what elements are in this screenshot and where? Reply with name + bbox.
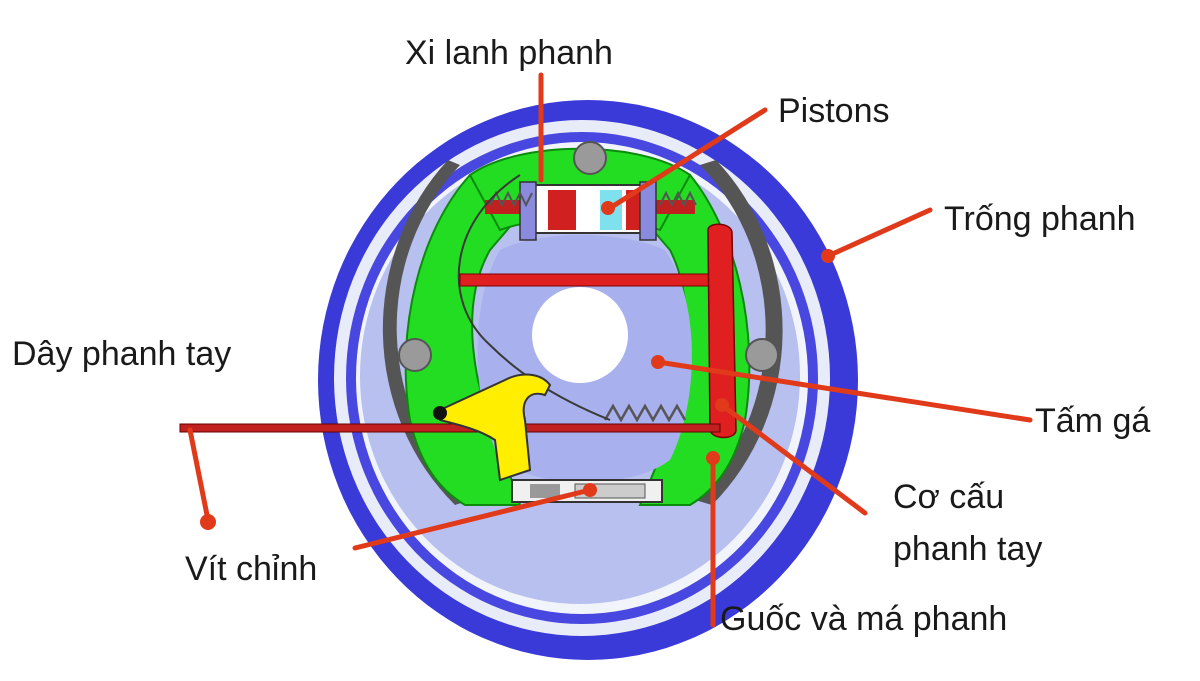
return-spring-top-left xyxy=(489,190,533,208)
return-spring-bottom xyxy=(603,403,687,423)
parking-brake-cable xyxy=(179,423,721,433)
label-tam-ga: Tấm gá xyxy=(1035,402,1150,440)
parking-brake-lever xyxy=(707,223,737,439)
brake-lining-right xyxy=(695,160,783,505)
anchor-pin-left xyxy=(398,338,432,372)
adjuster-lever xyxy=(439,373,552,482)
brake-lining-left xyxy=(382,160,470,505)
label-co-cau-line1: Cơ cấu xyxy=(893,478,1004,516)
adjuster-pivot xyxy=(433,406,447,420)
label-xi-lanh-phanh: Xi lanh phanh xyxy=(405,34,613,72)
label-pistons: Pistons xyxy=(778,92,890,130)
anchor-pin-top xyxy=(573,141,607,175)
label-vit-chinh: Vít chỉnh xyxy=(185,550,317,588)
hub-hole xyxy=(532,287,628,383)
label-co-cau-line2: phanh tay xyxy=(893,530,1042,568)
label-trong-phanh: Trống phanh xyxy=(944,200,1136,238)
anchor-pin-right xyxy=(745,338,779,372)
label-day-phanh-tay: Dây phanh tay xyxy=(12,335,231,373)
strut-bar xyxy=(459,273,723,287)
label-guoc-va-ma-phanh: Guốc và má phanh xyxy=(720,600,1007,638)
cable-guide xyxy=(457,174,611,421)
return-spring-top-right xyxy=(659,190,697,208)
brake-shoe-left xyxy=(404,173,522,506)
leader-lines xyxy=(187,72,1033,628)
